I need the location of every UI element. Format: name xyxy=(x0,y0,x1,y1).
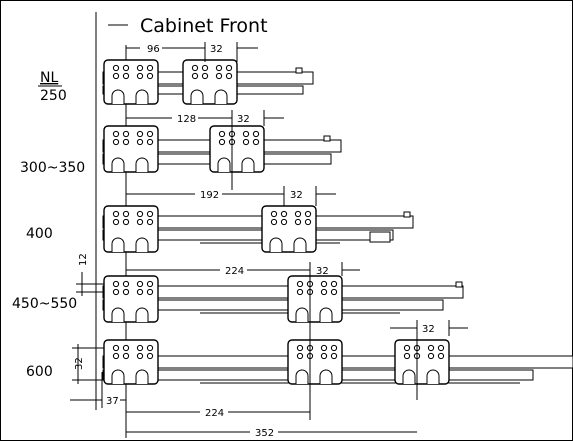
row-3-dim-a: 192 xyxy=(200,190,219,201)
row-2: 300~350 128 32 xyxy=(20,110,342,190)
row-4-bracket-rear xyxy=(287,275,343,323)
row-4-dim-a: 224 xyxy=(225,266,244,277)
row-5-bracket-rear xyxy=(394,339,450,385)
row-3-bracket-front xyxy=(103,205,159,253)
row-4: 450~550 224 32 xyxy=(12,253,464,323)
row-4-label: 450~550 xyxy=(12,296,77,312)
row-2-bracket-rear xyxy=(209,125,265,173)
row-2-bracket-front xyxy=(103,125,159,173)
dim-352: 352 xyxy=(255,428,274,439)
row-3: 400 192 32 xyxy=(26,186,414,253)
dim-224: 224 xyxy=(205,408,224,419)
row-5-bracket-middle xyxy=(287,339,343,385)
row-4-dim-v: 12 xyxy=(78,253,89,266)
row-5-dim-v: 32 xyxy=(74,357,85,370)
row-5-bracket-front xyxy=(103,339,159,385)
row-1-rail-end xyxy=(295,67,303,74)
cabinet-front-title: Cabinet Front xyxy=(140,15,268,37)
row-1-dim-a: 96 xyxy=(147,44,160,55)
row-5-dim-b: 32 xyxy=(422,324,435,335)
row-3-label: 400 xyxy=(26,226,53,242)
row-1-bracket-rear xyxy=(182,59,238,105)
row-5: 600 xyxy=(26,320,573,400)
row-2-label: 300~350 xyxy=(20,160,85,176)
row-4-bracket-front xyxy=(103,275,159,323)
row-1-label-top: NL xyxy=(40,70,58,86)
row-1: NL 250 96 32 xyxy=(38,42,314,105)
row-1-dim-b: 32 xyxy=(210,44,223,55)
row-5-label: 600 xyxy=(26,364,53,380)
dim-37: 37 xyxy=(106,396,119,407)
row-3-bracket-rear xyxy=(261,205,317,253)
row-1-label-bottom: 250 xyxy=(40,88,67,104)
row-3-dim-b: 32 xyxy=(290,190,303,201)
row-2-dim-b: 32 xyxy=(237,114,250,125)
row-1-bracket-front xyxy=(103,59,159,105)
row-2-dim-a: 128 xyxy=(177,114,196,125)
bottom-dimensions: 37 224 352 xyxy=(70,396,417,439)
row-4-dim-b: 32 xyxy=(316,266,329,277)
